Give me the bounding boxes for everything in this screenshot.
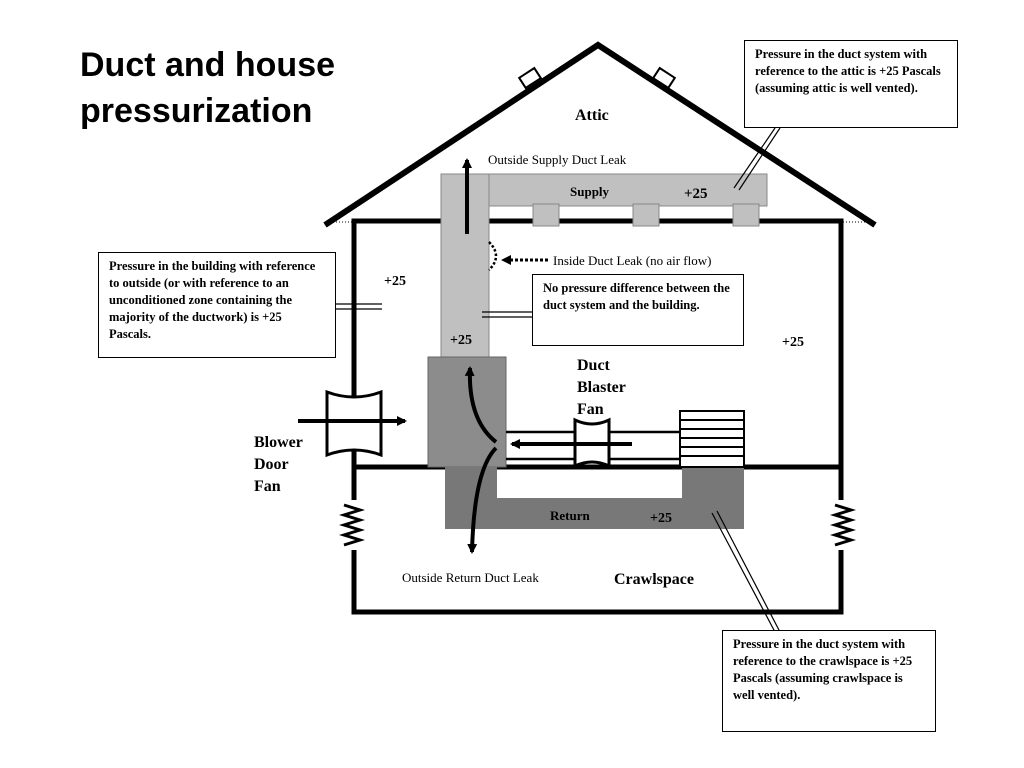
return-grille <box>679 410 745 468</box>
attic-pressure-callout: Pressure in the duct system with referen… <box>744 40 958 128</box>
return-label: Return <box>550 508 590 523</box>
crawlspace-label: Crawlspace <box>614 571 694 588</box>
no-difference-callout: No pressure difference between the duct … <box>532 274 744 346</box>
air-handler-flow-arrow <box>464 366 498 444</box>
return-pressure: +25 <box>650 511 672 526</box>
roof <box>323 41 877 228</box>
slide-title: Duct and house pressurization <box>80 46 336 130</box>
building-callout-leader <box>336 303 382 310</box>
blower-door-fan-icon <box>325 389 383 458</box>
crawl-callout-leader <box>711 510 781 633</box>
attic-label: Attic <box>575 107 609 124</box>
crawlspace-vent-left <box>338 500 366 550</box>
roof-vent-right <box>651 66 677 90</box>
building-pressure-right: +25 <box>782 335 804 350</box>
supply-pressure: +25 <box>684 186 708 202</box>
duct-vertical-pressure: +25 <box>450 333 472 348</box>
roof-vent-left <box>517 66 543 90</box>
building-outline <box>351 218 844 470</box>
outside-supply-leak-label: Outside Supply Duct Leak <box>488 152 627 167</box>
return-flow-arrow <box>467 446 498 554</box>
supply-duct <box>440 173 768 360</box>
outside-return-leak-label: Outside Return Duct Leak <box>402 570 539 585</box>
nodiff-callout-leader <box>482 311 532 318</box>
building-pressure: +25 <box>384 274 406 289</box>
attic-callout-leader <box>733 127 781 191</box>
building-pressure-callout: Pressure in the building with reference … <box>98 252 336 358</box>
return-duct <box>445 467 744 529</box>
crawlspace-pressure-callout: Pressure in the duct system with referen… <box>722 630 936 732</box>
inside-leak-label: Inside Duct Leak (no air flow) <box>553 253 711 268</box>
crawlspace-vent-right <box>829 500 857 550</box>
inside-leak-opening <box>488 241 498 271</box>
supply-label: Supply <box>570 184 610 199</box>
crawlspace-outline <box>351 467 844 615</box>
